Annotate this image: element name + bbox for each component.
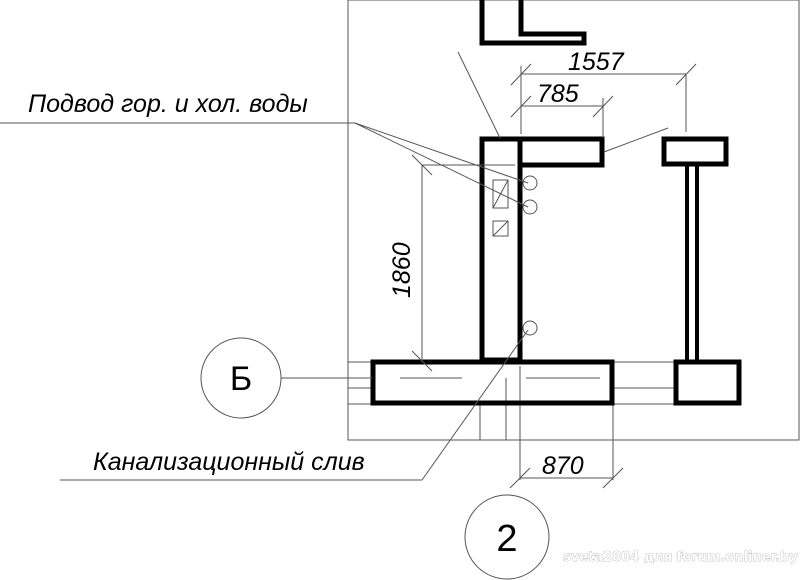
drain-label: Канализационный слив — [93, 448, 365, 476]
dimension-785: 785 — [537, 80, 579, 108]
watermark: sveta2804 для forum.onliner.by — [563, 550, 798, 565]
dimension-1557: 1557 — [568, 48, 625, 76]
dimension-870: 870 — [542, 452, 584, 480]
dimension-1860: 1860 — [388, 242, 416, 298]
wall-fixtures — [482, 164, 515, 237]
axis-marker-row — [200, 337, 282, 419]
water-supply-label: Подвод гор. и хол. воды — [28, 90, 308, 118]
dimension-lines — [411, 63, 697, 489]
hot-water-pipe-icon — [522, 175, 538, 191]
cold-water-pipe-icon — [522, 199, 538, 215]
grid-lines — [348, 361, 675, 480]
axis-marker-column — [464, 494, 550, 580]
walls — [370, 0, 742, 406]
plan-frame — [347, 0, 800, 441]
drain-pipe-icon — [522, 320, 538, 336]
axis-label-column: 2 — [496, 518, 517, 560]
axis-label-row: Б — [230, 360, 252, 398]
